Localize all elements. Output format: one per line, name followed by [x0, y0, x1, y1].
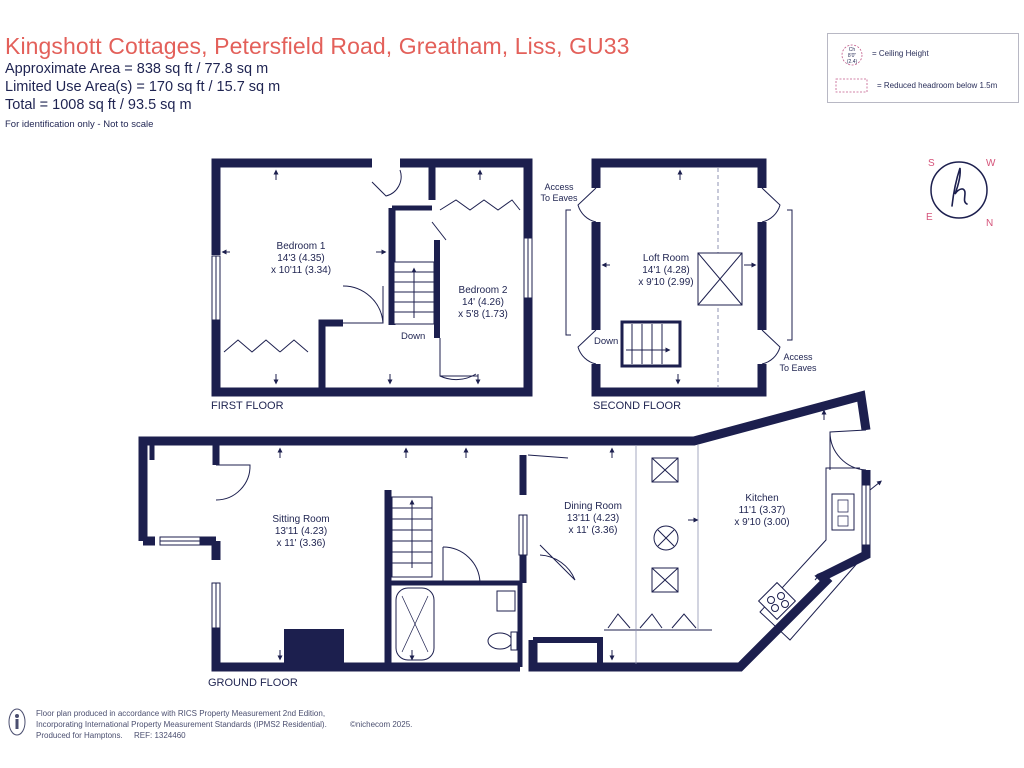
footer-produced-for: Produced for Hamptons.	[36, 731, 123, 740]
compass-letter-s: S	[928, 158, 935, 169]
front-door	[215, 464, 251, 501]
kitchen-patio-doors	[607, 613, 697, 629]
kitchen-ceiling-light	[653, 525, 679, 551]
bedroom2-dim1: 14' (4.26)	[462, 297, 504, 308]
reduced-headroom-icon	[835, 78, 868, 93]
approximate-area: Approximate Area = 838 sq ft / 77.8 sq m	[5, 61, 269, 77]
hob-icon	[757, 581, 797, 621]
ground-floor-label: GROUND FLOOR	[208, 677, 298, 689]
dining-room-name: Dining Room	[564, 501, 622, 512]
footer-brand: ©nichecom 2025.	[350, 720, 413, 729]
ground-floor-plan	[138, 390, 871, 672]
access-to-eaves-right: Access To Eaves	[776, 352, 820, 374]
ceiling-height-icon	[841, 44, 863, 66]
first-floor-internal-wall	[318, 319, 343, 392]
sitting-room-dim1: 13'11 (4.23)	[274, 526, 328, 537]
limited-use-area: Limited Use Area(s) = 170 sq ft / 15.7 s…	[5, 79, 281, 95]
dining-room-label: Dining Room 13'11 (4.23) x 11' (3.36)	[550, 501, 636, 537]
dining-room-dim2: x 11' (3.36)	[568, 525, 618, 536]
eaves-door-bottom-right	[761, 329, 781, 365]
bathroom-door	[442, 546, 481, 584]
bedroom2-dim2: x 5'8 (1.73)	[458, 309, 508, 320]
access-to-eaves-right-line2: To Eaves	[779, 363, 817, 373]
loft-room-dim1: 14'1 (4.28)	[642, 265, 690, 276]
ceiling-height-symbol: Ch 8'0"(2.4)	[846, 47, 858, 65]
access-to-eaves-left-line1: Access	[544, 182, 574, 192]
first-floor-plan	[211, 158, 533, 397]
identification-note: For identification only - Not to scale	[5, 119, 154, 130]
footer-ref: REF: 1324460	[134, 731, 186, 740]
compass-logo-icon: S W N E	[926, 158, 996, 229]
eaves-door-top-right	[761, 187, 781, 223]
second-floor-plan	[591, 158, 767, 397]
bedroom2-wardrobe	[439, 199, 521, 211]
bedroom1-wardrobe	[223, 339, 309, 353]
sitting-room-dim2: x 11' (3.36)	[276, 538, 326, 549]
bedroom2-door	[439, 338, 477, 381]
bedroom1-dim2: x 10'11 (3.34)	[270, 265, 332, 276]
legend: Ch 8'0"(2.4) = Ceiling Height = Reduced …	[827, 33, 1019, 103]
compass-letter-e: E	[926, 212, 933, 223]
eaves-door-top-left	[577, 187, 597, 223]
second-floor-stairs	[620, 320, 682, 368]
loft-room-dim2: x 9'10 (2.99)	[638, 277, 694, 288]
ground-floor-outer-wall	[138, 390, 871, 541]
kitchen-worktop	[759, 467, 861, 641]
property-title: Kingshott Cottages, Petersfield Road, Gr…	[5, 33, 630, 59]
first-floor-outer-wall	[211, 158, 372, 255]
ceiling-height-label: = Ceiling Height	[872, 49, 929, 58]
reduced-headroom-label: = Reduced headroom below 1.5m	[877, 81, 998, 90]
basin-icon	[496, 590, 516, 612]
kitchen-dim2: x 9'10 (3.00)	[734, 517, 790, 528]
second-floor-label: SECOND FLOOR	[593, 400, 682, 412]
access-to-eaves-left: Access To Eaves	[538, 182, 580, 204]
dining-room-dim1: 13'11 (4.23)	[566, 513, 620, 524]
compass-letter-n: N	[986, 218, 993, 229]
bedroom1-door	[342, 285, 384, 324]
bedroom2-name: Bedroom 2	[458, 285, 508, 296]
toilet-icon	[487, 632, 513, 650]
kitchen-back-door	[829, 429, 867, 471]
kitchen-dim1: 11'1 (3.37)	[738, 505, 786, 516]
footer-line1: Floor plan produced in accordance with R…	[36, 709, 326, 718]
bedroom1-label: Bedroom 1 14'3 (4.35) x 10'11 (3.34)	[256, 241, 346, 277]
footer-line2: Incorporating International Property Mea…	[36, 720, 327, 729]
down-label-first-floor: Down	[401, 331, 426, 342]
compass-letter-w: W	[986, 158, 996, 169]
sitting-room-name: Sitting Room	[272, 514, 330, 525]
loft-room-name: Loft Room	[642, 253, 690, 264]
sitting-room-chimney	[284, 629, 344, 667]
bedroom1-dim1: 14'3 (4.35)	[277, 253, 325, 264]
down-label-second-floor: Down	[594, 336, 619, 347]
dining-room-door	[539, 544, 576, 581]
total-area: Total = 1008 sq ft / 93.5 sq m	[5, 97, 192, 113]
eaves-door-bottom-left	[577, 329, 597, 365]
access-to-eaves-right-line1: Access	[783, 352, 813, 362]
accessibility-person-icon	[8, 708, 26, 736]
bedroom1-name: Bedroom 1	[276, 241, 326, 252]
first-floor-label: FIRST FLOOR	[211, 400, 284, 412]
access-to-eaves-left-line2: To Eaves	[540, 193, 578, 203]
sitting-room-label: Sitting Room 13'11 (4.23) x 11' (3.36)	[256, 514, 346, 550]
kitchen-label: Kitchen 11'1 (3.37) x 9'10 (3.00)	[722, 493, 802, 529]
kitchen-name: Kitchen	[745, 493, 779, 504]
loft-room-label: Loft Room 14'1 (4.28) x 9'10 (2.99)	[626, 253, 706, 289]
bedroom2-label: Bedroom 2 14' (4.26) x 5'8 (1.73)	[440, 285, 526, 321]
